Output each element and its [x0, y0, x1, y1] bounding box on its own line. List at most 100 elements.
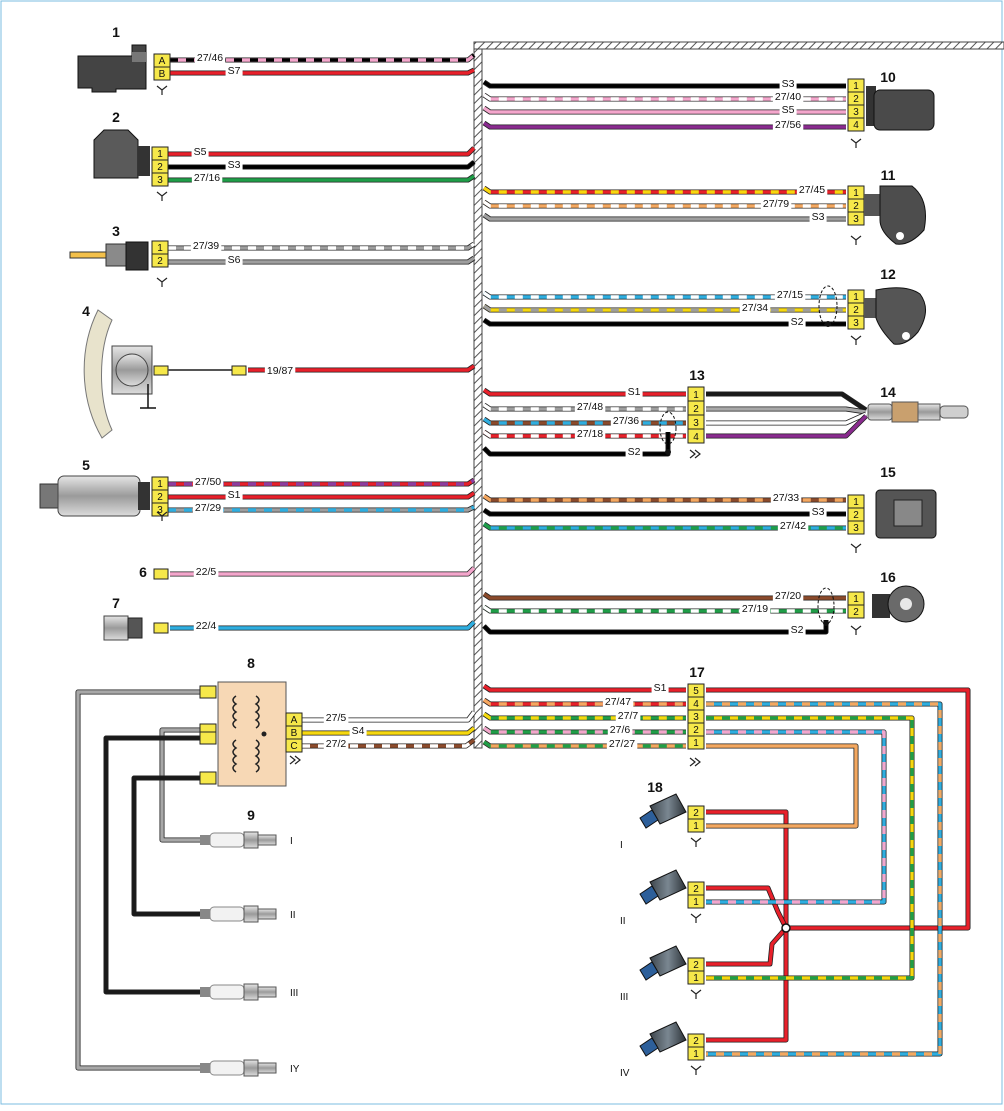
sensor-12: [875, 287, 926, 345]
wire-label-13-5-bg: [625, 446, 643, 458]
wire-17-out-1: [706, 744, 858, 828]
wire-label-17-4-bg: [607, 724, 633, 736]
connector-15-pin-box: [847, 520, 865, 535]
wire-label-5c-bg: [192, 502, 224, 514]
sensor-10-port: [866, 86, 876, 126]
plug-symbol-16: [850, 625, 862, 635]
wire-label-5a-bg: [192, 476, 224, 488]
wire-10-1: [483, 80, 846, 88]
wire-11-2-stripe: [483, 200, 846, 208]
coil-primary: [232, 739, 238, 773]
spark-plug-thread: [257, 908, 277, 920]
hv-lead-1: [160, 728, 200, 842]
hv-lead-2: [132, 776, 200, 916]
connector-15-pin-label: 2: [853, 510, 859, 521]
connector-10-pin-label: 3: [853, 107, 859, 118]
connector-13-pin-label: 2: [693, 404, 699, 415]
spark-plug-terminal: [200, 909, 210, 919]
wire-17-out-5: [706, 688, 970, 930]
wire-label-17-2: 27/47: [605, 696, 631, 708]
connector-3-pin-label: 2: [157, 256, 163, 267]
wire-label-10-3-bg: [779, 104, 797, 116]
wire-label-15-2: S3: [812, 506, 825, 518]
wire-label-11-3: S3: [812, 211, 825, 223]
wire-label-4-bg: [264, 365, 296, 377]
wire-5c-stripe: [168, 505, 475, 512]
sensor-1: [77, 44, 147, 93]
plug-symbol-2: [156, 191, 168, 201]
wire-11-1-stripe: [483, 186, 846, 194]
wire-16-2-stripe: [483, 605, 846, 613]
wire-12-2-stripe: [483, 304, 846, 312]
wire-label-15-2-bg: [809, 506, 827, 518]
wire-label-5a: 27/50: [195, 476, 221, 488]
spark-plug-hex: [243, 831, 259, 849]
spark-plug-terminal: [200, 987, 210, 997]
component-number-6: 6: [139, 564, 147, 580]
wire-17-in-4-stripe: [483, 726, 686, 734]
wire-label-10-3: S5: [782, 104, 795, 116]
sensor-14-thread: [917, 403, 941, 421]
connector-8-pin-box: [285, 738, 303, 753]
wire-2a: [168, 146, 476, 156]
wire-label-12-3-bg: [788, 316, 806, 328]
wire-10-4: [483, 121, 846, 129]
wire-label-3a-bg: [190, 240, 222, 252]
sensor-1-port: [132, 52, 146, 62]
spark-plug-thread: [257, 986, 277, 998]
wire-16-1: [483, 592, 846, 600]
hv-lead-3: [104, 736, 200, 994]
fan-blade: [83, 309, 113, 439]
sensor-14-hex: [891, 401, 919, 423]
component-number-4: 4: [82, 303, 90, 319]
wire-3b: [168, 256, 475, 264]
injector-nozzle: [639, 809, 659, 829]
lead-14-3: [706, 412, 867, 425]
component-number-7: 7: [112, 595, 120, 611]
connector-5-pin-label: 3: [157, 505, 163, 516]
component-number-5: 5: [82, 457, 90, 473]
wire-13-4-stripe: [483, 430, 686, 438]
wire-label-13-4-bg: [574, 428, 606, 440]
wire-label-16-2: 27/19: [742, 603, 768, 615]
wire-label-12-2: 27/34: [742, 302, 768, 314]
sensor-3-hex: [105, 243, 127, 267]
component-number-9: 9: [247, 807, 255, 823]
wire-10-3: [483, 106, 846, 114]
connector-17-pin-label: 1: [693, 738, 699, 749]
hv-terminal-4: [199, 771, 217, 785]
wire-label-1a-bg: [194, 52, 226, 64]
wire-label-15-3: 27/42: [780, 520, 806, 532]
wire-4: [248, 364, 475, 372]
connector-15-pin-label: 1: [853, 497, 859, 508]
sensor-14-body: [867, 403, 893, 421]
plug-symbol-1: [156, 85, 168, 95]
wire-label-15-1-bg: [770, 492, 802, 504]
harness-top: [473, 41, 1004, 50]
wire-label-3b: S6: [228, 254, 241, 266]
ground-symbol-4: [140, 384, 156, 409]
sensor-11-hole: [896, 232, 904, 240]
wire-13-5: [482, 432, 670, 456]
connector-10-pin-label: 2: [853, 94, 859, 105]
wire-label-10-2: 27/40: [775, 91, 801, 103]
hv-terminal-1: [199, 685, 217, 699]
wire-label-1b-bg: [225, 65, 243, 77]
wire-17-in-3-stripe: [483, 712, 686, 720]
wire-6: [170, 566, 476, 576]
connector-18-pin-box: [687, 970, 705, 985]
wire-label-10-1-bg: [779, 78, 797, 90]
wire-label-10-1: S3: [782, 78, 795, 90]
valve-5-head: [39, 483, 61, 509]
wire-17-out-4: [706, 702, 942, 1056]
sensor-3-body: [125, 241, 149, 271]
injector-nozzle: [639, 1037, 659, 1057]
plug-symbol-10: [850, 138, 862, 148]
wire-label-8a: 27/5: [326, 712, 347, 724]
wire-label-10-4-bg: [772, 119, 804, 131]
wire-label-8b: S4: [352, 725, 365, 737]
connector-11-pin-box: [847, 211, 865, 226]
connector-13-pin-label: 1: [693, 390, 699, 401]
wire-label-6-bg: [193, 566, 219, 578]
